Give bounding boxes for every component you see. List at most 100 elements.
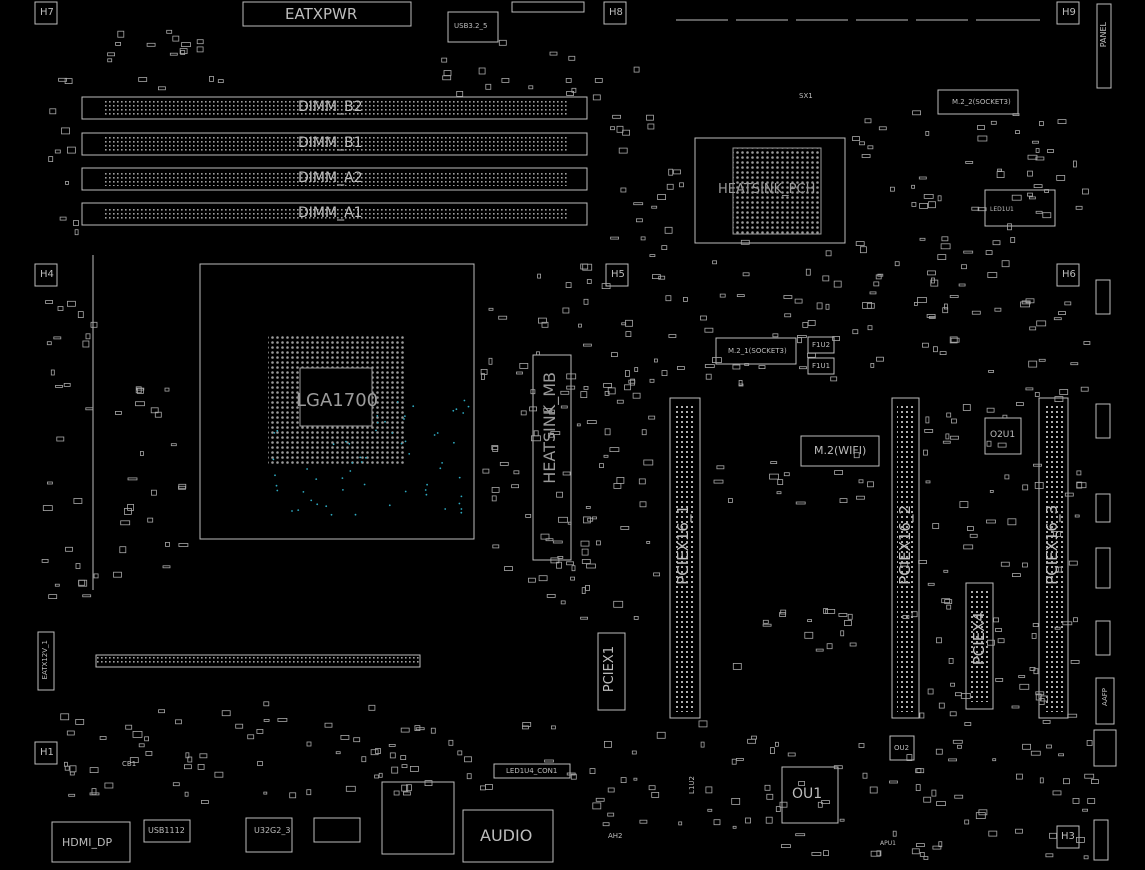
component-pad	[560, 405, 568, 409]
component-pad	[1044, 189, 1049, 193]
component-pad	[1046, 744, 1052, 749]
component-pad	[488, 307, 494, 311]
component-pad	[700, 315, 707, 321]
component-pad	[533, 430, 539, 437]
component-pad	[751, 735, 757, 740]
component-pad	[492, 544, 500, 549]
component-pad	[665, 295, 672, 302]
component-pad	[562, 307, 570, 314]
component-pad	[277, 718, 288, 722]
component-pad	[985, 250, 993, 256]
via-dot	[412, 405, 415, 408]
via-dot	[273, 432, 276, 434]
component-pad	[247, 734, 255, 740]
component-pad	[864, 118, 872, 124]
component-pad	[478, 67, 486, 75]
component-pad	[119, 546, 127, 554]
component-pad	[1007, 518, 1017, 526]
component-pad	[963, 250, 974, 254]
component-pad	[104, 782, 114, 789]
component-pad	[1035, 693, 1042, 701]
component-pad	[963, 544, 974, 550]
component-pad	[825, 303, 830, 310]
component-pad	[1035, 210, 1043, 214]
component-pad	[986, 519, 996, 524]
component-pad	[480, 373, 485, 380]
component-pad	[661, 245, 668, 251]
component-pad	[862, 301, 872, 309]
component-pad	[55, 384, 63, 388]
component-pad	[1001, 260, 1010, 268]
via-dot	[452, 409, 455, 412]
via-dot	[315, 478, 318, 480]
via-dot	[359, 456, 362, 459]
component-pad	[745, 817, 751, 824]
component-pad	[604, 428, 611, 436]
component-pad	[196, 39, 204, 45]
component-pad	[127, 477, 138, 481]
component-pad	[668, 334, 677, 338]
component-pad	[1062, 621, 1073, 626]
component-pad	[649, 378, 655, 383]
component-pad	[522, 725, 529, 730]
component-pad	[938, 841, 943, 848]
component-pad	[571, 565, 576, 572]
component-pad	[1033, 184, 1043, 189]
component-pad	[738, 379, 743, 386]
h9-label: H9	[1062, 7, 1076, 18]
component-pad	[520, 410, 527, 416]
component-pad	[616, 125, 624, 133]
via-dot	[297, 509, 300, 511]
component-pad	[484, 784, 493, 790]
component-pad	[719, 293, 726, 298]
component-pad	[576, 423, 581, 427]
component-pad	[995, 628, 1002, 632]
component-pad	[1010, 237, 1016, 243]
via-dot	[341, 477, 344, 479]
component-pad	[802, 321, 809, 328]
component-pad	[178, 543, 189, 547]
component-pad	[889, 780, 898, 784]
component-pad	[604, 390, 610, 396]
component-pad	[209, 76, 214, 82]
component-pad	[927, 270, 936, 276]
component-pad	[861, 154, 871, 158]
component-pad	[200, 800, 209, 804]
via-dot	[463, 399, 466, 402]
component-pad	[581, 587, 586, 594]
component-pad	[48, 156, 54, 163]
via-dot	[316, 503, 319, 506]
component-pad	[610, 236, 619, 240]
m2-wifi-socket	[800, 435, 880, 467]
component-pad	[566, 385, 576, 390]
component-pad	[565, 78, 572, 83]
mount-hole-h8	[603, 1, 627, 25]
component-pad	[833, 280, 842, 288]
via-dot	[306, 468, 308, 470]
component-pad	[525, 514, 532, 518]
component-pad	[401, 764, 408, 768]
component-pad	[441, 57, 448, 63]
component-pad	[1027, 154, 1038, 160]
component-pad	[1032, 140, 1039, 144]
component-pad	[777, 479, 784, 486]
component-pad	[866, 302, 875, 309]
component-pad	[919, 202, 928, 209]
component-pad	[997, 442, 1007, 448]
via-dot	[376, 421, 379, 424]
component-pad	[1038, 358, 1046, 362]
component-pad	[566, 373, 577, 380]
component-pad	[1053, 317, 1062, 321]
component-pad	[74, 229, 79, 236]
pciex16-2-slot	[891, 397, 920, 719]
component-pad	[47, 481, 53, 485]
component-pad	[967, 526, 974, 531]
component-pad	[306, 789, 312, 796]
component-pad	[927, 582, 935, 586]
component-pad	[536, 351, 540, 356]
component-pad	[838, 613, 848, 617]
component-pad	[129, 757, 139, 763]
component-pad	[969, 533, 978, 538]
component-pad	[54, 583, 60, 587]
component-pad	[175, 719, 182, 725]
